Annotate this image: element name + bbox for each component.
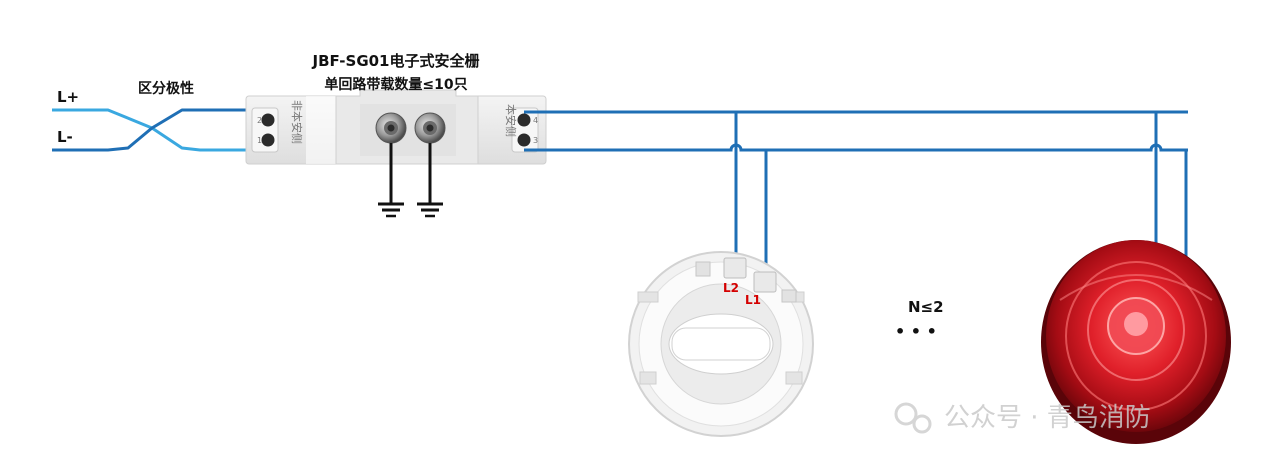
count-ellipsis: • • • [895, 322, 937, 341]
terminal-pin-3 [517, 133, 531, 147]
wire-l-plus [52, 108, 262, 152]
label-non-intrinsic-side: 非本安侧 [290, 100, 304, 144]
ground-symbol-right [417, 143, 443, 218]
terminal-pin-2 [261, 113, 275, 127]
safety-barrier: 2 1 非本安侧 4 3 本安侧 [245, 89, 547, 165]
terminal-label-l2: L2 [723, 281, 739, 295]
terminal-pin-4 [517, 113, 531, 127]
watermark: 公众号 · 青鸟消防 [894, 402, 1151, 434]
pin-label-2: 2 [257, 116, 262, 125]
label-l-minus: L- [57, 128, 73, 146]
screw-left [375, 112, 407, 144]
count-label: N≤2 [908, 298, 944, 316]
barrier-title: JBF-SG01电子式安全栅 [311, 52, 479, 70]
label-intrinsic-side: 本安侧 [504, 104, 518, 137]
detector-base [628, 251, 814, 437]
input-wires [52, 108, 262, 152]
pin-label-3: 3 [533, 136, 538, 145]
wire-l-minus [52, 108, 262, 152]
pin-label-1: 1 [257, 136, 262, 145]
pin-label-4: 4 [533, 116, 538, 125]
barrier-subtitle: 单回路带载数量≤10只 [324, 76, 467, 93]
ground-symbol-left [378, 143, 404, 218]
sound-light-alarm [1041, 240, 1231, 444]
watermark-text: 公众号 · 青鸟消防 [944, 403, 1151, 433]
terminal-pin-1 [261, 133, 275, 147]
terminal-label-l1: L1 [745, 293, 761, 307]
output-bus [524, 110, 1188, 280]
label-l-plus: L+ [57, 88, 79, 106]
label-polarity: 区分极性 [138, 80, 194, 97]
screw-right [414, 112, 446, 144]
